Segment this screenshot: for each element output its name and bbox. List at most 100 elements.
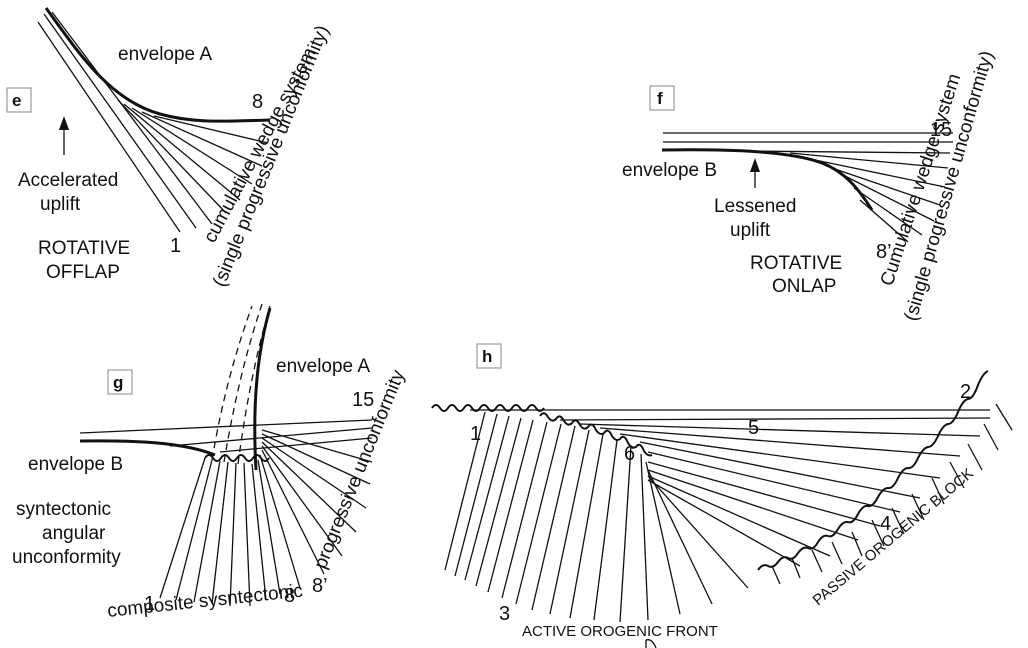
panel-f-strata [663,132,953,243]
dashed-line [211,305,253,461]
uplift-label-1: Accelerated [18,170,118,191]
number-1: 1 [470,423,481,445]
uplift-label-2: uplift [40,194,81,215]
stratum-line [831,167,941,206]
stratum-line [475,417,522,587]
tick-line [949,461,965,489]
bracket-mark [645,639,657,648]
number-8: 8 [252,91,263,113]
stratum-line [43,13,197,229]
panel-e-letter-box [6,87,32,113]
stratum-line [229,462,237,607]
stratum-line [141,111,263,167]
tick-line [871,519,885,547]
panel-g: g [12,303,409,622]
envelope-a-label: envelope A [118,44,212,65]
panel-e-letter: e [12,91,21,110]
stratum-line [579,423,981,437]
stratum-line [640,453,649,621]
stratum-line [515,423,562,605]
tick-line [851,531,863,557]
panel-h-upper-fan [559,417,991,567]
number-4: 4 [880,513,891,535]
mode-label-2: OFFLAP [46,262,120,283]
stratum-line [169,427,373,447]
stratum-line [159,457,206,599]
stratum-line [619,433,941,479]
stratum-line [211,461,229,605]
stratum-line [647,469,713,605]
envelope-a-curve [44,7,271,123]
stratum-line [257,459,281,595]
panel-f-letter-box [649,85,675,111]
stratum-line [814,159,946,188]
stratum-line [559,417,991,421]
tick-line [983,423,999,451]
stratum-line [647,475,831,557]
stratum-line [261,441,357,533]
curve-label-1: composite sysntectonic [106,581,304,622]
stratum-line [117,99,227,214]
stratum-line [859,199,909,243]
syntectonic-label-3: unconformity [12,547,121,568]
stratum-line [647,475,749,589]
panel-f-letter: f [657,89,663,108]
stratum-line [261,445,343,557]
mode-label-1: ROTATIVE [750,253,842,274]
panel-h: h [431,343,1013,648]
uplift-label-1: Lessened [714,196,796,217]
tick-line [791,557,801,579]
dashed-line [223,303,263,463]
stratum-line [531,425,576,611]
envelope-a-label: envelope A [276,356,370,377]
wavy-unconformity [431,404,545,412]
panel-e-strata [37,11,269,233]
stratum-line [153,115,269,144]
envelope-a-curve [253,307,272,471]
envelope-b-label: envelope B [28,454,123,475]
stratum-line [647,469,859,541]
passive-wavy-unconformity [757,370,989,571]
stratum-line [261,433,371,485]
tick-line [931,477,945,505]
number-1: 1 [170,235,181,257]
stratum-line [444,411,486,571]
number-6: 6 [624,443,635,465]
wavy-unconformity [539,412,653,457]
number-2: 2 [960,381,971,403]
tick-line [771,565,781,585]
stratum-line [639,441,921,499]
stratum-line [647,461,881,527]
tick-line [891,507,905,535]
stratum-line [131,107,253,185]
number-8: 8 [284,585,295,607]
number-5: 5 [748,417,759,439]
number-8-prime: 8’ [312,575,328,597]
envelope-b-label: envelope B [622,160,717,181]
panel-e: e envelope A 8 1 Accelerated uplift ROTA… [6,7,333,290]
stratum-line [251,463,267,601]
stratum-line [464,415,510,581]
stratum-line [599,427,961,457]
number-8-prime: 8’ [876,241,892,263]
panel-g-lower-strata [159,429,373,607]
wavy-unconformity [204,454,270,462]
number-15: 15 [930,119,952,141]
envelope-b-curve [79,439,216,457]
stratum-line [51,11,213,225]
wedge-label-2: (single progressive unconformity) [209,23,333,290]
number-3: 3 [499,603,510,625]
stratum-line [193,460,221,603]
tick-line [811,549,823,573]
stratum-line [647,479,801,567]
dashed-line [237,305,271,465]
stratum-line [619,445,632,623]
tick-line [967,443,983,471]
envelope-b-curve [661,148,874,211]
stratum-line [645,461,681,615]
stratum-line [219,437,373,453]
stratum-line [549,429,590,615]
panel-h-letter: h [482,347,492,366]
stratum-line [844,175,935,222]
